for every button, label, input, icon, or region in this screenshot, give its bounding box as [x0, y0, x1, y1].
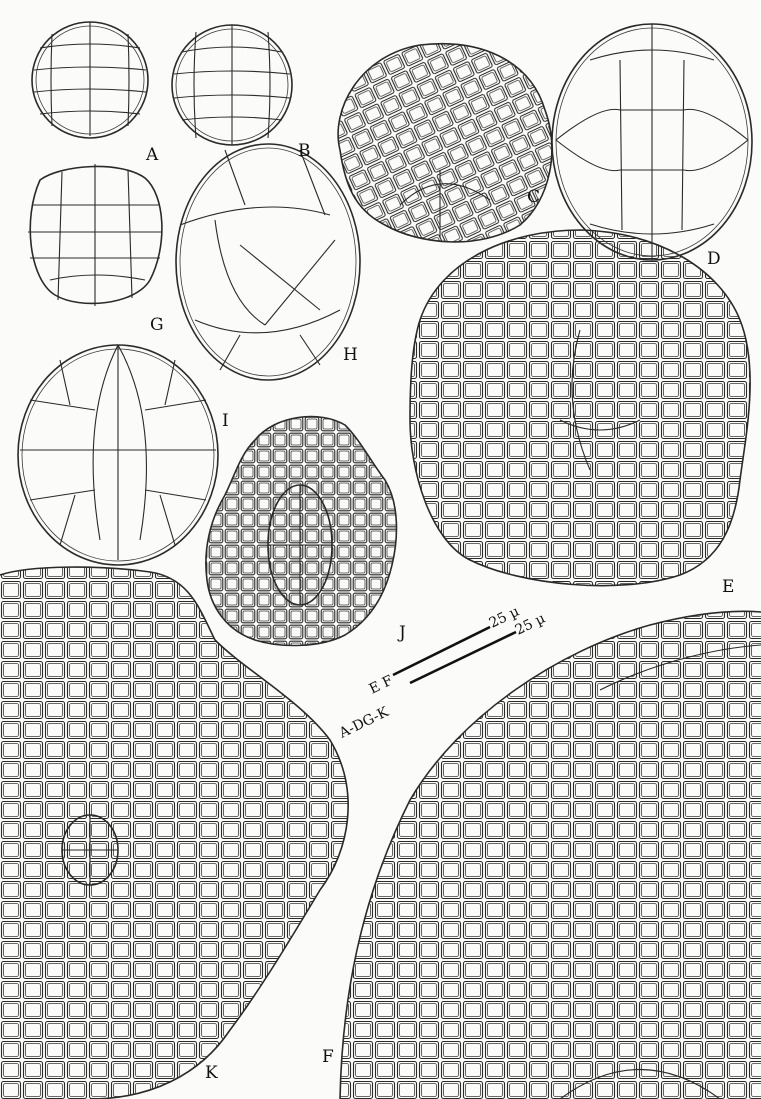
- figure-a: [32, 22, 148, 138]
- scale-bar-a-k-figures: A-DG-K: [336, 704, 392, 742]
- label-b: B: [298, 141, 311, 161]
- figure-c: [330, 40, 560, 255]
- figure-d: [552, 24, 752, 260]
- figure-e: [405, 225, 755, 595]
- label-i: I: [222, 411, 229, 431]
- scale-bar-ef: E F 25 µ: [367, 603, 522, 697]
- label-h: H: [343, 345, 358, 365]
- label-e: E: [722, 577, 734, 597]
- figure-b: [172, 25, 292, 145]
- scale-bar-ef-figures: E F: [367, 672, 396, 697]
- label-a: A: [145, 145, 159, 165]
- figure-g: [28, 164, 162, 306]
- figure-f: [338, 605, 761, 1099]
- label-d: D: [707, 249, 721, 269]
- label-g: G: [150, 315, 164, 335]
- label-j: J: [397, 623, 406, 643]
- label-c: C: [527, 187, 540, 207]
- label-k: K: [205, 1063, 218, 1083]
- figure-h: [176, 144, 360, 380]
- label-f: F: [322, 1047, 334, 1067]
- figure-i: [18, 345, 218, 565]
- figure-j: [200, 405, 405, 655]
